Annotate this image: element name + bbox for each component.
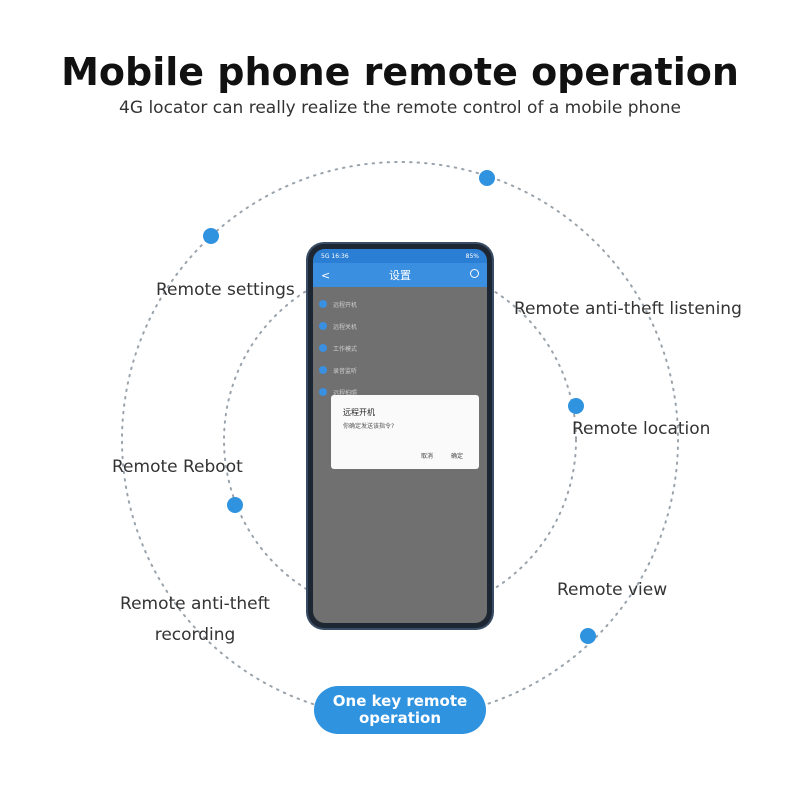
menu-item: 远程拍照: [313, 381, 487, 403]
button-line: operation: [358, 709, 441, 727]
menu-item-label: 远程关机: [333, 323, 358, 331]
menu-item-label: 远程开机: [333, 301, 358, 309]
microphone-icon: [319, 366, 327, 374]
inner-ring: [223, 263, 577, 617]
menu-item-label: 录音监听: [333, 367, 358, 375]
label-remote-view: Remote view: [557, 580, 668, 600]
label-remote-settings: Remote settings: [156, 280, 295, 300]
dialog-title: 远程开机: [343, 408, 375, 417]
label-remote-anti-theft-recording: Remote anti-theft recording: [110, 589, 280, 651]
camera-icon: [319, 388, 327, 396]
confirm-dialog: 远程开机 你确定发送该指令? 取消 确定: [331, 395, 479, 469]
orbit-dot-top-right: [479, 170, 495, 186]
label-line: recording: [154, 625, 236, 645]
label-line: Remote anti-theft: [120, 594, 270, 614]
settings-menu: 远程开机 远程关机 工作模式 录音监听 远程拍照: [313, 287, 487, 403]
dialog-message: 你确定发送该指令?: [343, 423, 395, 430]
dialog-ok-button: 确定: [451, 453, 464, 460]
one-key-remote-operation-button: One key remote operation: [314, 686, 486, 734]
page-title: Mobile phone remote operation: [61, 50, 739, 94]
label-remote-location: Remote location: [572, 419, 711, 439]
phone-screen: 5G 16:36 85% < 设置 远程开机 远程关机 工作模式 录音监听 远程…: [313, 249, 487, 623]
orbit-dot-left: [227, 497, 243, 513]
orbit-dot-bottom-right: [580, 628, 596, 644]
menu-item: 工作模式: [313, 337, 487, 359]
menu-item: 远程关机: [313, 315, 487, 337]
menu-item: 录音监听: [313, 359, 487, 381]
orbit-dot-right: [568, 398, 584, 414]
mode-icon: [319, 344, 327, 352]
label-remote-anti-theft-listening: Remote anti-theft listening: [514, 299, 742, 319]
menu-item-label: 远程拍照: [333, 389, 358, 397]
button-line: One key remote: [332, 692, 468, 710]
phone-app-bar: < 设置: [313, 263, 487, 287]
phone-mockup: 5G 16:36 85% < 设置 远程开机 远程关机 工作模式 录音监听 远程…: [308, 244, 492, 628]
shield-icon: [319, 300, 327, 308]
menu-item: 远程开机: [313, 293, 487, 315]
orbit-dot-top-left: [203, 228, 219, 244]
page-subtitle: 4G locator can really realize the remote…: [119, 98, 681, 118]
label-remote-reboot: Remote Reboot: [112, 457, 243, 477]
app-bar-title: 设置: [389, 269, 411, 282]
phone-status-bar: 5G 16:36 85%: [313, 249, 487, 263]
menu-item-label: 工作模式: [333, 345, 358, 353]
status-battery: 85%: [465, 252, 479, 260]
clock-icon: [470, 269, 479, 278]
status-time: 5G 16:36: [321, 252, 349, 260]
shield-icon: [319, 322, 327, 330]
dialog-cancel-button: 取消: [421, 453, 434, 460]
back-icon: <: [321, 268, 331, 282]
